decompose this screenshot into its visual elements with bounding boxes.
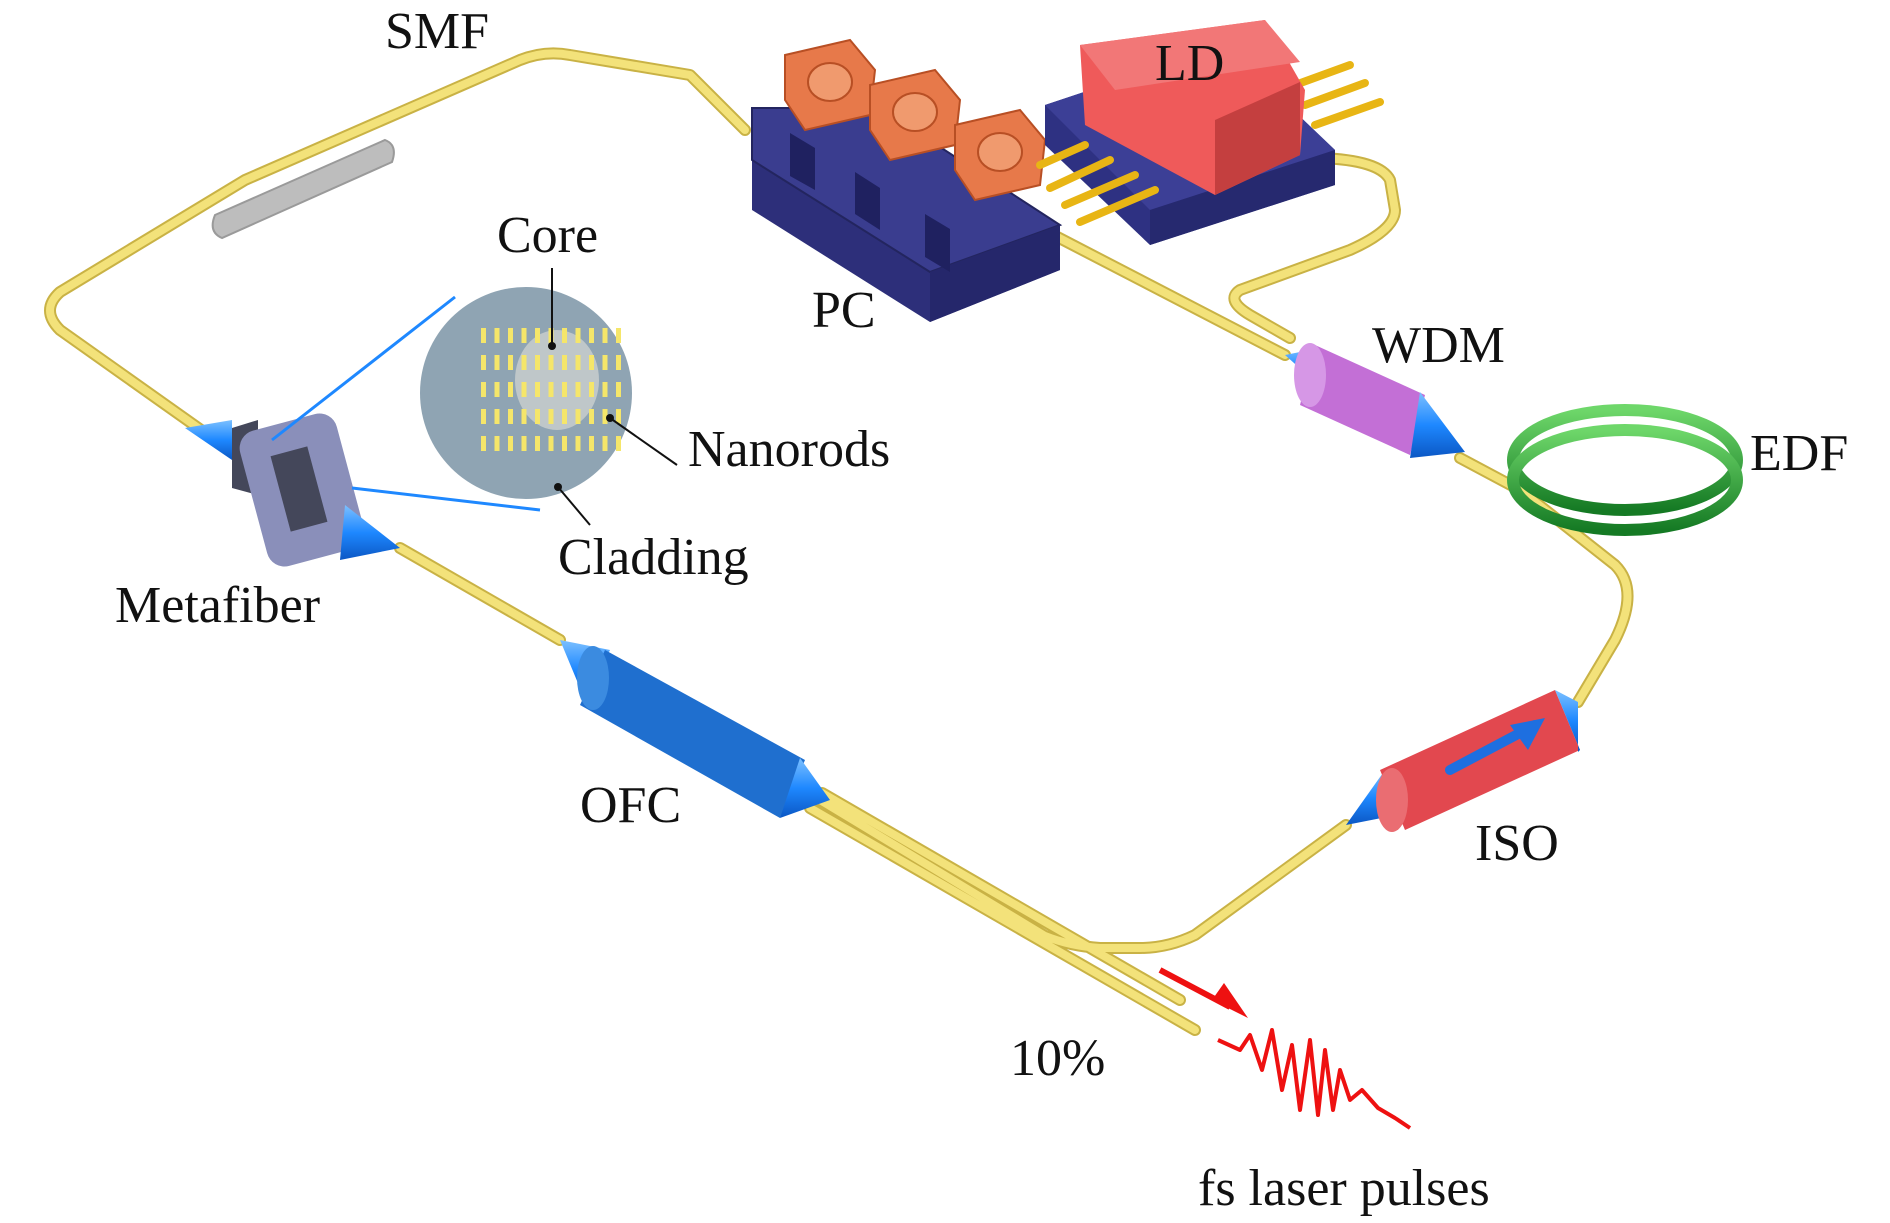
output-coupler: [560, 640, 830, 818]
pc-paddle-2[interactable]: [869, 68, 962, 162]
nanorod: [508, 355, 513, 370]
nanorod: [521, 328, 527, 343]
polarization-controller: [751, 38, 1063, 322]
cladding-label: Cladding: [558, 529, 749, 586]
nanorod: [548, 436, 554, 451]
output-arrow-icon: [1158, 967, 1248, 1018]
nanorod: [535, 355, 540, 370]
nanorod: [494, 436, 500, 451]
edf-label: EDF: [1750, 425, 1848, 482]
nanorod: [508, 382, 513, 397]
nanorod: [481, 409, 486, 424]
pc-label: PC: [812, 282, 876, 339]
nanorod: [562, 409, 567, 424]
nanorod: [602, 436, 608, 451]
nanorod: [589, 436, 594, 451]
iso-label: ISO: [1475, 815, 1559, 872]
nanorod: [589, 328, 594, 343]
core-label: Core: [497, 207, 598, 264]
nanorod: [616, 436, 621, 451]
nanorod: [616, 328, 621, 343]
pc-paddle-1[interactable]: [784, 38, 877, 132]
nanorod: [494, 328, 500, 343]
pc-paddle-3[interactable]: [954, 108, 1047, 202]
nanorod: [494, 355, 500, 370]
nanorod: [508, 328, 513, 343]
nanorod: [535, 328, 540, 343]
nanorod: [521, 436, 527, 451]
nanorod: [521, 382, 527, 397]
output-label: fs laser pulses: [1198, 1160, 1490, 1217]
nanorod: [548, 409, 554, 424]
nanorod: [508, 409, 513, 424]
nanorod: [508, 436, 513, 451]
nanorod: [616, 382, 621, 397]
nanorod: [616, 409, 621, 424]
nanorod: [521, 355, 527, 370]
cladding-pointer: [554, 483, 591, 526]
metafiber-connector: [185, 413, 400, 567]
laser-diode: [1036, 20, 1384, 245]
nanorods-label: Nanorods: [688, 421, 890, 478]
ofc-label: OFC: [580, 777, 681, 834]
nanorod: [481, 328, 486, 343]
nanorod: [562, 328, 567, 343]
output-ratio-label: 10%: [1010, 1030, 1105, 1087]
nanorod: [616, 355, 621, 370]
nanorod: [562, 382, 567, 397]
nanorod: [575, 355, 581, 370]
nanorods-pointer: [606, 414, 678, 466]
smf-label: SMF: [385, 3, 489, 60]
metafiber-label: Metafiber: [115, 577, 320, 634]
nanorod: [494, 382, 500, 397]
fiber-loop: [44, 47, 1634, 1036]
core-region: [515, 330, 599, 430]
ld-pins: [1036, 61, 1384, 226]
nanorod: [589, 409, 594, 424]
nanorod: [589, 355, 594, 370]
nanorod: [481, 436, 486, 451]
nanorod: [535, 436, 540, 451]
nanorod: [602, 382, 608, 397]
nanorod: [602, 409, 608, 424]
nanorod: [562, 355, 567, 370]
nanorod: [602, 328, 608, 343]
nanorod: [575, 328, 581, 343]
isolator: [1346, 690, 1580, 832]
nanorod: [575, 382, 581, 397]
nanorod: [548, 382, 554, 397]
nanorod: [494, 409, 500, 424]
nanorod: [589, 382, 594, 397]
core-pointer: [548, 268, 556, 350]
wdm-label: WDM: [1372, 317, 1505, 374]
nanorod-array: [481, 328, 621, 451]
cross-section-inset: [271, 287, 632, 512]
nanorod: [535, 409, 540, 424]
nanorod: [602, 355, 608, 370]
wdm-coupler: [1285, 343, 1465, 458]
nanorod: [535, 382, 540, 397]
smf-sleeve: [211, 138, 395, 240]
nanorod: [575, 409, 581, 424]
nanorod: [521, 409, 527, 424]
nanorod: [481, 382, 486, 397]
edf-coil: [1507, 404, 1743, 536]
pulse-waveform: [1217, 1028, 1412, 1130]
nanorod: [481, 355, 486, 370]
nanorod: [562, 436, 567, 451]
nanorod: [548, 355, 554, 370]
ld-label: LD: [1155, 35, 1224, 92]
nanorod: [575, 436, 581, 451]
